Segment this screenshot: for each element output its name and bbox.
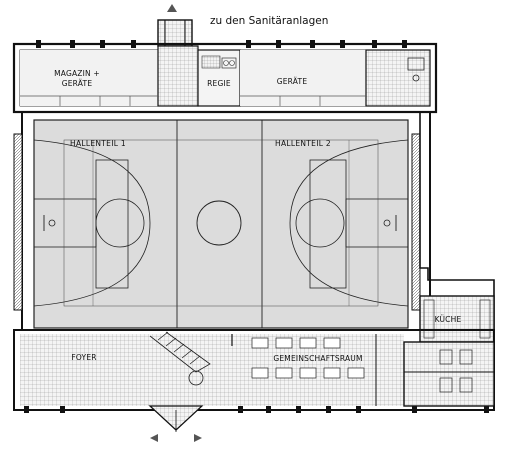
label-magazin-1: MAGAZIN + <box>54 69 100 78</box>
label-geraete: GERÄTE <box>277 77 308 86</box>
label-regie: REGIE <box>207 79 231 88</box>
label-foyer: FOYER <box>71 353 96 362</box>
north-arrow-icon <box>167 4 177 12</box>
label-hallenteil-2: HALLENTEIL 2 <box>275 139 331 148</box>
label-gemeinschaftsraum: GEMEINSCHAFTSRAUM <box>273 354 362 363</box>
storage-block <box>12 40 438 114</box>
entrance-arrow-left-icon <box>150 434 158 442</box>
label-hallenteil-1: HALLENTEIL 1 <box>70 139 126 148</box>
corridor-top <box>157 4 193 47</box>
right-wing <box>419 112 495 410</box>
label-kueche: KÜCHE <box>435 315 462 324</box>
foyer-block <box>13 329 495 442</box>
entrance-arrow-right-icon <box>194 434 202 442</box>
top-label: zu den Sanitäranlagen <box>210 15 328 27</box>
label-magazin-2: GERÄTE <box>62 79 93 88</box>
